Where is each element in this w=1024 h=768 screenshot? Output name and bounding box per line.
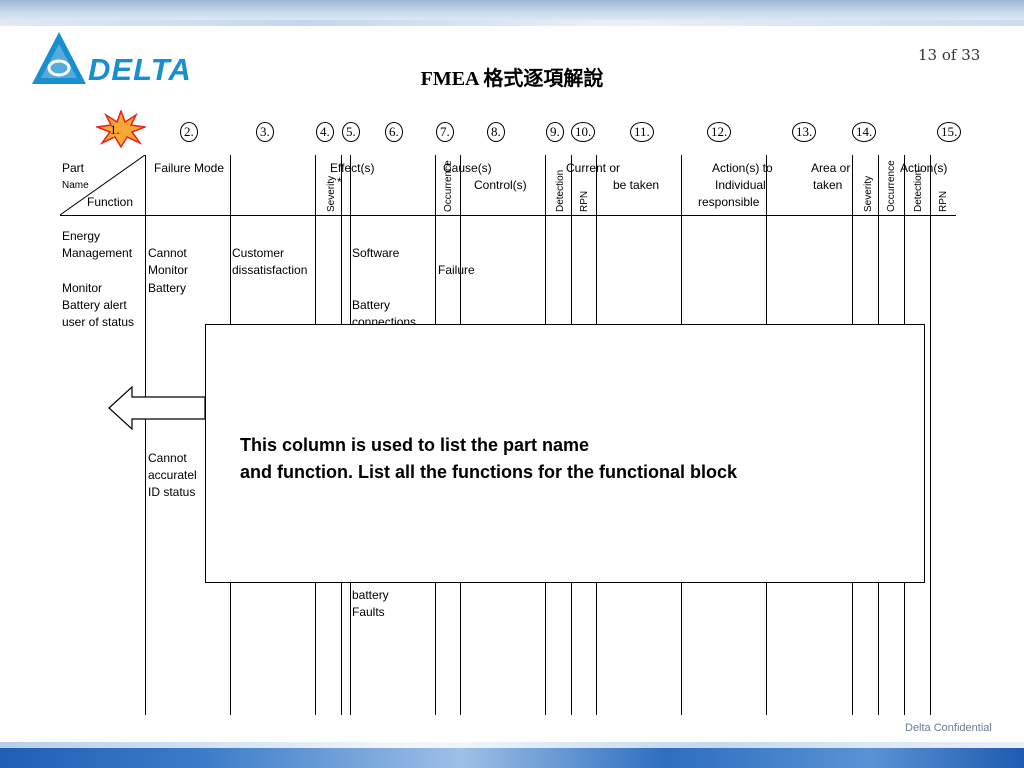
header-detection: Detection [555,169,566,212]
col-number-2: 2. [180,122,198,142]
header-diagonal [60,155,146,216]
header-rpn: RPN [579,190,590,212]
confidential-label: Delta Confidential [905,722,992,734]
part-text: user of status [62,315,135,329]
cause-text: Failure [438,263,475,277]
header-area-line3: responsible [698,195,760,209]
header-controls: Control(s) [474,178,527,192]
callout-line-1: This column is used to list the part nam… [240,435,590,455]
header-current: Current or [566,161,621,175]
col-number-13: 13. [792,122,817,142]
part-text: Management [62,246,133,260]
header-occurrence: Occurrence [443,160,454,212]
header-severity: Severity [326,175,337,212]
header-rpn-2: RPN [938,190,949,212]
cause-text: Faults [352,605,385,619]
col-number-5: 5. [342,122,360,142]
page-title: FMEA 格式逐項解說 [420,68,604,90]
header-action-line1: Action(s) to [712,161,773,175]
column-divider [145,155,146,715]
cause-text: Battery [352,298,391,312]
header-severity-mark: * [337,175,342,189]
header-part: Part [62,161,85,175]
effect-text: Customer [232,246,285,260]
failure-mode-text: ID status [148,485,196,499]
bottom-banner [0,742,1024,768]
header-area-line1: Area or [811,161,851,175]
col-number-3: 3. [256,122,274,142]
header-action-line2: be taken [613,178,660,192]
left-arrow-icon [108,386,206,430]
failure-mode-text: Cannot [148,246,187,260]
col-number-4: 4. [316,122,334,142]
header-occurrence-2: Occurrence [886,160,897,212]
header-underline [60,215,956,216]
col-number-1: 1. [110,122,120,137]
column-divider [930,155,931,715]
delta-logo-icon [32,32,86,84]
top-banner [0,0,1024,26]
starburst-icon [96,110,146,148]
col-number-8: 8. [487,122,505,142]
header-actions-taken-line2: taken [813,178,843,192]
cause-text: Software [352,246,400,260]
header-area-line2: Individual [715,178,766,192]
header-causes: Cause(s) [443,161,492,175]
callout-text: This column is used to list the part nam… [240,432,737,486]
part-text: Battery alert [62,298,127,312]
failure-mode-text: Cannot [148,451,187,465]
failure-mode-text: Monitor [148,263,189,277]
col-number-7: 7. [436,122,454,142]
header-name: Name [62,180,89,191]
col-number-6: 6. [385,122,403,142]
header-failure-mode: Failure Mode [154,161,225,175]
effect-text: dissatisfaction [232,263,308,277]
failure-mode-text: accuratel [148,468,197,482]
col-number-10: 10. [571,122,596,142]
failure-mode-text: Battery [148,281,187,295]
header-detection-2: Detection [913,169,924,212]
header-function: Function [87,195,134,209]
page-number: 13 of 33 [918,46,981,64]
callout-line-2: and function. List all the functions for… [240,462,737,482]
part-text: Energy [62,229,101,243]
cause-text: battery [352,588,389,602]
col-number-11: 11. [630,122,654,142]
header-actions-taken-line1: Action(s) [900,161,948,175]
header-severity-2: Severity [863,175,874,212]
col-number-15: 15. [937,122,962,142]
callout-box [205,324,925,583]
col-number-9: 9. [546,122,564,142]
col-number-14: 14. [852,122,877,142]
col-number-12: 12. [707,122,732,142]
logo-wordmark: DELTA [88,52,192,87]
header-effects: Effect(s) [330,161,375,175]
part-text: Monitor [62,281,103,295]
